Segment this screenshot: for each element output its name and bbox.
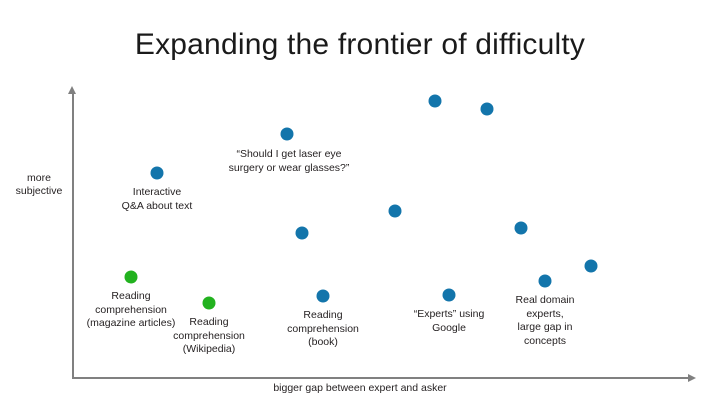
scatter-label-line: experts, bbox=[526, 307, 564, 320]
x-axis-label: bigger gap between expert and asker bbox=[273, 382, 447, 394]
scatter-label-line: concepts bbox=[523, 334, 567, 347]
scatter-point-unlabeled-point-1 bbox=[428, 94, 442, 108]
scatter-point-unlabeled-point-6 bbox=[295, 226, 309, 240]
scatter-label-line: Reading bbox=[189, 316, 229, 328]
scatter-point-laser-eye-surgery-question bbox=[280, 127, 294, 141]
scatter-label-line: large gap in bbox=[517, 321, 573, 333]
scatter-label-line: “Experts” using bbox=[413, 308, 485, 320]
page-title: Expanding the frontier of difficulty bbox=[134, 28, 586, 61]
y-axis-line bbox=[72, 93, 74, 378]
y-axis-arrow-icon bbox=[68, 86, 76, 94]
scatter-label-line: comprehension bbox=[95, 303, 167, 316]
scatter-point-unlabeled-point-2 bbox=[480, 102, 494, 116]
scatter-label-line: Q&A about text bbox=[121, 199, 193, 212]
scatter-label-line: Reading bbox=[111, 290, 151, 302]
scatter-label-line: (book) bbox=[308, 336, 338, 348]
scatter-point-real-domain-experts bbox=[538, 274, 552, 288]
y-axis-label: more subjective bbox=[10, 172, 68, 198]
scatter-label-line: (Wikipedia) bbox=[182, 343, 236, 355]
scatter-label-line: (magazine articles) bbox=[86, 317, 176, 329]
scatter-label-line: comprehension bbox=[287, 322, 359, 335]
scatter-label-line: “Should I get laser eye bbox=[236, 148, 342, 160]
scatter-point-interactive-qa-about-text bbox=[150, 166, 164, 180]
scatter-label-line: Real domain bbox=[515, 294, 575, 306]
x-axis-arrow-icon bbox=[688, 373, 696, 382]
y-axis-label-line: subjective bbox=[15, 185, 63, 197]
scatter-point-reading-comprehension-book bbox=[316, 289, 330, 303]
scatter-point-unlabeled-point-5 bbox=[584, 259, 598, 273]
scatter-label-line: Google bbox=[432, 321, 466, 334]
scatter-label-line: Interactive bbox=[132, 186, 182, 198]
scatter-point-reading-comprehension-wikipedia bbox=[202, 296, 216, 310]
scatter-point-unlabeled-point-4 bbox=[514, 221, 528, 235]
y-axis-label-line: more bbox=[27, 172, 51, 184]
x-axis-line bbox=[72, 377, 694, 379]
scatter-point-reading-comprehension-magazine bbox=[124, 270, 138, 284]
scatter-label-line: comprehension bbox=[173, 329, 245, 342]
scatter-label-line: surgery or wear glasses?” bbox=[228, 161, 350, 174]
scatter-point-experts-using-google bbox=[442, 288, 456, 302]
scatter-label-line: Reading bbox=[303, 309, 343, 321]
scatter-point-unlabeled-point-3 bbox=[388, 204, 402, 218]
